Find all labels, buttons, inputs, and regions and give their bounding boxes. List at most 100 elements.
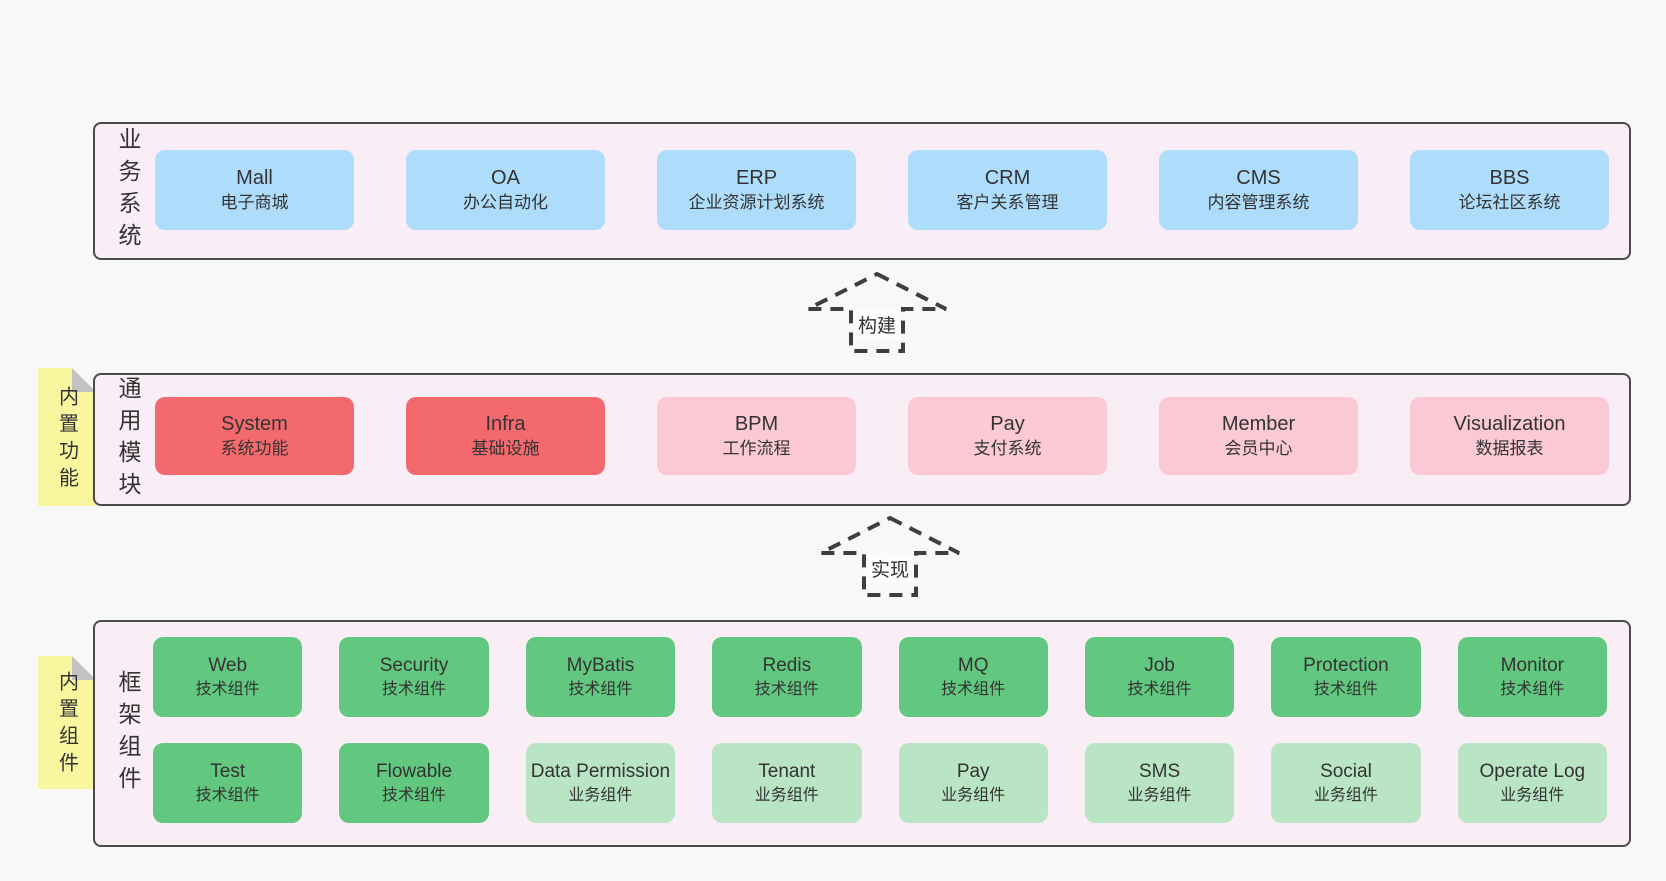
box-flowable: Flowable 技术组件: [339, 743, 489, 823]
business-systems-row: Mall 电子商城 OA 办公自动化 ERP 企业资源计划系统 CRM 客户关系…: [155, 150, 1609, 230]
box-subtitle: 技术组件: [1127, 680, 1192, 698]
box-subtitle: 业务组件: [1313, 786, 1378, 804]
box-title: Web: [208, 654, 248, 676]
box-tenant: Tenant 业务组件: [712, 743, 862, 823]
arrow-implement: 实现: [819, 516, 961, 598]
box-subtitle: 会员中心: [1224, 439, 1293, 458]
box-title: Pay: [956, 760, 990, 782]
box-subtitle: 业务组件: [754, 786, 819, 804]
arrow-label: 构建: [852, 310, 902, 339]
framework-components-row-2: Test 技术组件 Flowable 技术组件 Data Permission …: [153, 743, 1607, 823]
box-oa: OA 办公自动化: [406, 150, 605, 230]
sticky-note-label: 内置功能: [55, 385, 78, 494]
box-title: BPM: [734, 413, 779, 435]
box-mq: MQ 技术组件: [898, 637, 1048, 717]
box-subtitle: 技术组件: [195, 786, 260, 804]
box-title: MyBatis: [566, 654, 635, 676]
box-subtitle: 工作流程: [722, 439, 791, 458]
box-erp: ERP 企业资源计划系统: [657, 150, 856, 230]
common-modules-row: System 系统功能 Infra 基础设施 BPM 工作流程 Pay 支付系统…: [155, 397, 1609, 475]
box-subtitle: 技术组件: [382, 786, 447, 804]
box-subtitle: 论坛社区系统: [1458, 193, 1561, 212]
arrow-build: 构建: [806, 272, 948, 354]
box-system: System 系统功能: [155, 397, 354, 475]
box-subtitle: 办公自动化: [463, 193, 548, 212]
box-subtitle: 技术组件: [568, 680, 633, 698]
layer-label: 框架组件: [115, 669, 141, 798]
box-subtitle: 技术组件: [1500, 680, 1565, 698]
box-subtitle: 支付系统: [973, 439, 1042, 458]
box-title: CMS: [1236, 167, 1281, 189]
box-social: Social 业务组件: [1271, 743, 1421, 823]
box-subtitle: 基础设施: [471, 439, 540, 458]
box-member: Member 会员中心: [1159, 397, 1358, 475]
layer-label: 业务系统: [115, 127, 141, 255]
box-subtitle: 技术组件: [754, 680, 819, 698]
up-block-arrow-icon: [807, 272, 947, 353]
box-job: Job 技术组件: [1084, 637, 1235, 717]
layer-label: 通用模块: [115, 375, 141, 504]
box-subtitle: 客户关系管理: [956, 193, 1059, 212]
up-block-arrow-icon: [820, 516, 960, 597]
box-title: Protection: [1303, 654, 1389, 676]
layer-framework-components: 框架组件 Web 技术组件 Security 技术组件 MyBatis 技术组件…: [93, 620, 1631, 847]
box-title: Social: [1320, 760, 1372, 782]
box-mall: Mall 电子商城: [155, 150, 354, 230]
box-pay-component: Pay 业务组件: [898, 743, 1048, 823]
box-sms: SMS 业务组件: [1084, 743, 1235, 823]
box-subtitle: 技术组件: [941, 680, 1006, 698]
box-title: Redis: [762, 654, 812, 676]
box-title: BBS: [1489, 167, 1530, 189]
box-title: Member: [1221, 413, 1296, 435]
box-redis: Redis 技术组件: [712, 637, 862, 717]
box-subtitle: 业务组件: [1500, 786, 1565, 804]
box-title: ERP: [735, 167, 778, 189]
framework-components-row-1: Web 技术组件 Security 技术组件 MyBatis 技术组件 Redi…: [153, 637, 1607, 717]
box-title: Mall: [236, 167, 273, 189]
box-bbs: BBS 论坛社区系统: [1410, 150, 1609, 230]
box-subtitle: 数据报表: [1475, 439, 1544, 458]
box-title: Data Permission: [530, 760, 671, 782]
box-subtitle: 内容管理系统: [1207, 193, 1310, 212]
sticky-note-builtin-components: 内置组件: [38, 656, 96, 789]
box-monitor: Monitor 技术组件: [1457, 637, 1607, 717]
box-subtitle: 业务组件: [568, 786, 633, 804]
sticky-note-builtin-features: 内置功能: [38, 368, 96, 506]
box-subtitle: 系统功能: [220, 439, 289, 458]
box-mybatis: MyBatis 技术组件: [525, 637, 676, 717]
box-subtitle: 业务组件: [1127, 786, 1192, 804]
box-subtitle: 技术组件: [382, 680, 447, 698]
box-title: OA: [491, 167, 520, 189]
box-title: Security: [379, 654, 449, 676]
box-infra: Infra 基础设施: [406, 397, 605, 475]
box-title: Flowable: [376, 760, 453, 782]
box-subtitle: 业务组件: [941, 786, 1006, 804]
box-title: Test: [210, 760, 246, 782]
box-title: Tenant: [758, 760, 816, 782]
layer-business-systems: 业务系统 Mall 电子商城 OA 办公自动化 ERP 企业资源计划系统 CRM…: [93, 122, 1631, 260]
box-title: Visualization: [1453, 413, 1566, 435]
box-title: Operate Log: [1479, 760, 1586, 782]
box-cms: CMS 内容管理系统: [1159, 150, 1358, 230]
layer-common-modules: 通用模块 System 系统功能 Infra 基础设施 BPM 工作流程 Pay…: [93, 373, 1631, 506]
box-crm: CRM 客户关系管理: [908, 150, 1107, 230]
box-web: Web 技术组件: [153, 637, 303, 717]
box-pay-system: Pay 支付系统: [908, 397, 1107, 475]
box-title: System: [221, 413, 288, 435]
box-title: MQ: [957, 654, 989, 676]
box-title: CRM: [984, 167, 1031, 189]
box-visualization: Visualization 数据报表: [1410, 397, 1609, 475]
box-title: Monitor: [1500, 654, 1564, 676]
arrow-label: 实现: [865, 554, 915, 583]
box-operate-log: Operate Log 业务组件: [1457, 743, 1607, 823]
box-subtitle: 技术组件: [195, 680, 260, 698]
box-bpm: BPM 工作流程: [657, 397, 856, 475]
box-protection: Protection 技术组件: [1271, 637, 1421, 717]
box-title: Pay: [990, 413, 1025, 435]
sticky-note-label: 内置组件: [55, 671, 78, 780]
box-subtitle: 技术组件: [1313, 680, 1378, 698]
box-test: Test 技术组件: [153, 743, 303, 823]
box-security: Security 技术组件: [339, 637, 489, 717]
box-subtitle: 电子商城: [220, 193, 289, 212]
